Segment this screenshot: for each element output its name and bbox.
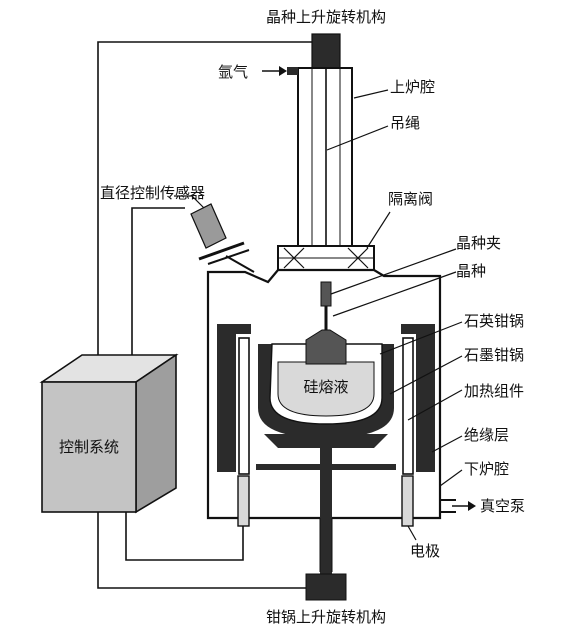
label-diameter-sensor: 直径控制传感器 — [100, 184, 205, 202]
insulation-layer — [217, 324, 435, 472]
crucible-rotation-mechanism-block — [305, 573, 347, 601]
crucible-shaft — [319, 446, 333, 574]
heater-elements — [238, 337, 414, 475]
leader-lines — [174, 89, 463, 541]
silicon-ingot — [305, 329, 347, 365]
label-insulation: 绝缘层 — [464, 426, 509, 444]
silicon-melt — [277, 361, 375, 417]
label-argon: 氩气 — [218, 63, 248, 81]
label-crucible-rotation-mechanism: 钳锅上升旋转机构 — [266, 608, 386, 626]
argon-inlet — [262, 66, 298, 76]
label-seed: 晶种 — [456, 262, 486, 280]
crucible-pedestal — [264, 434, 388, 448]
isolation-valve — [277, 245, 375, 271]
vacuum-outlet — [440, 499, 476, 513]
label-lower-chamber: 下炉腔 — [464, 460, 509, 478]
label-seed-rotation-mechanism: 晶种上升旋转机构 — [266, 8, 386, 26]
upper-chamber — [297, 67, 353, 247]
label-graphite-crucible: 石墨钳锅 — [464, 346, 524, 364]
label-control-system: 控制系统 — [59, 438, 119, 456]
diameter-sensor — [190, 203, 255, 273]
label-silicon-melt: 硅熔液 — [303, 378, 348, 396]
control-system-box — [39, 353, 179, 514]
electrodes — [237, 475, 414, 527]
label-vacuum-pump: 真空泵 — [480, 497, 525, 515]
seed-rotation-mechanism-block — [311, 33, 341, 69]
label-upper-chamber: 上炉腔 — [390, 78, 435, 96]
label-quartz-crucible: 石英钳锅 — [464, 312, 524, 330]
label-electrode: 电极 — [410, 542, 440, 560]
label-isolation-valve: 隔离阀 — [388, 190, 433, 208]
label-seed-holder: 晶种夹 — [456, 234, 501, 252]
label-cable: 吊绳 — [390, 114, 420, 132]
control-wires — [97, 41, 312, 589]
seed-holder — [320, 281, 332, 307]
label-heater: 加热组件 — [464, 382, 524, 400]
